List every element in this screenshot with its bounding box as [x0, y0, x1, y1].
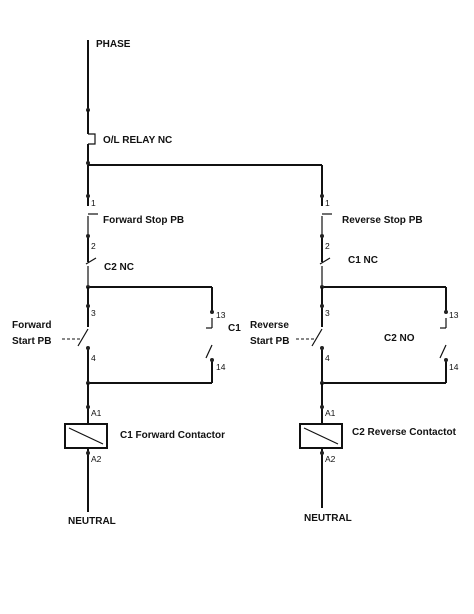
reverse-start-label-line1: Reverse [250, 320, 289, 331]
reverse-coil-terminal-a2: A2 [325, 454, 336, 464]
forward-stop-label: Forward Stop PB [103, 215, 184, 226]
forward-stop-terminal-2: 2 [91, 241, 96, 251]
forward-hold-label: C1 [228, 323, 241, 334]
reverse-start-label-line2: Start PB [250, 336, 289, 347]
forward-start-label-line1: Forward [12, 320, 51, 331]
reverse-holding-contact: 13 14 C2 NO [384, 287, 459, 383]
reverse-hold-terminal-14: 14 [449, 362, 459, 372]
reverse-start-terminal-3: 3 [325, 308, 330, 318]
overload-relay-label: O/L RELAY NC [103, 135, 172, 146]
reverse-coil-terminal-a1: A1 [325, 408, 336, 418]
reverse-stop-label: Reverse Stop PB [342, 215, 423, 226]
phase-supply: PHASE [86, 39, 131, 112]
neutral-label-right: NEUTRAL [304, 513, 352, 524]
forward-start-pb: 3 4 Forward Start PB [12, 287, 96, 383]
forward-hold-terminal-14: 14 [216, 362, 226, 372]
reverse-start-pb: 3 4 Reverse Start PB [250, 287, 330, 383]
forward-start-label-line2: Start PB [12, 336, 51, 347]
forward-stop-pb: 1 2 Forward Stop PB [86, 165, 184, 262]
forward-start-terminal-3: 3 [91, 308, 96, 318]
reverse-start-terminal-4: 4 [325, 353, 330, 363]
neutral-label-left: NEUTRAL [68, 516, 116, 527]
forward-coil-terminal-a1: A1 [91, 408, 102, 418]
forward-start-terminal-4: 4 [91, 353, 96, 363]
reverse-stop-terminal-2: 2 [325, 241, 330, 251]
forward-coil-label: C1 Forward Contactor [120, 430, 225, 441]
phase-label: PHASE [96, 39, 131, 50]
reverse-stop-pb: 1 2 Reverse Stop PB [320, 165, 423, 262]
reverse-interlock-label: C1 NC [348, 255, 378, 266]
reverse-branch: 1 2 Reverse Stop PB C1 NC 3 4 Reverse St… [250, 165, 459, 524]
reverse-coil-label: C2 Reverse Contactot [352, 427, 457, 438]
forward-interlock-contact: C2 NC [85, 257, 134, 285]
forward-branch: 1 2 Forward Stop PB C2 NC 3 4 Forwa [12, 165, 241, 527]
forward-interlock-label: C2 NC [104, 262, 134, 273]
forward-contactor-coil: A1 A2 C1 Forward Contactor [64, 383, 225, 512]
overload-relay-contact: O/L RELAY NC [86, 110, 172, 165]
reverse-interlock-contact: C1 NC [319, 255, 378, 285]
forward-coil-terminal-a2: A2 [91, 454, 102, 464]
forward-holding-contact: 13 14 C1 [205, 287, 241, 383]
forward-stop-terminal-1: 1 [91, 198, 96, 208]
reverse-hold-terminal-13: 13 [449, 310, 459, 320]
forward-hold-terminal-13: 13 [216, 310, 226, 320]
reverse-stop-terminal-1: 1 [325, 198, 330, 208]
reverse-hold-label: C2 NO [384, 333, 415, 344]
reverse-contactor-coil: A1 A2 C2 Reverse Contactot [299, 383, 457, 508]
